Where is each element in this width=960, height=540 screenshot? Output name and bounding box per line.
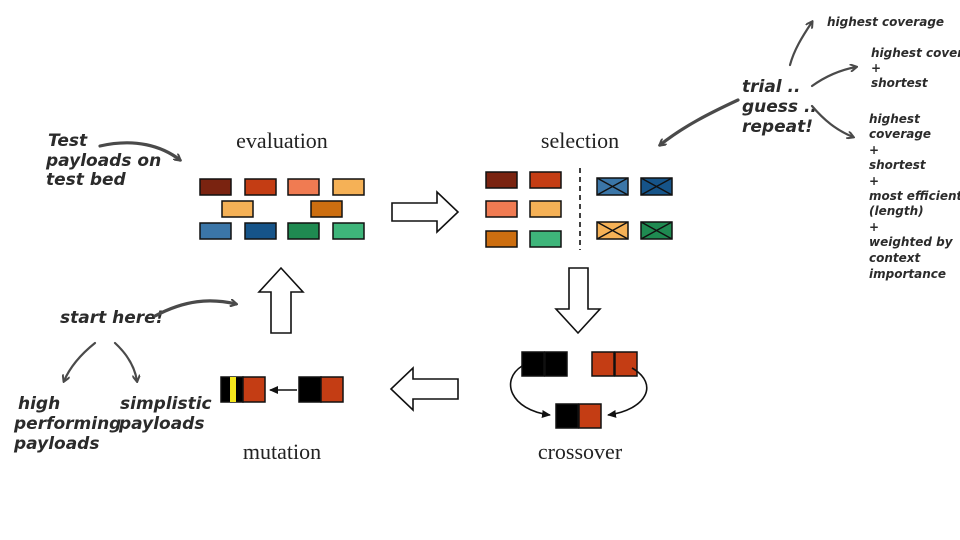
arrow-to-mutation — [389, 366, 459, 412]
crossover-right-curve — [607, 367, 648, 418]
mutation-genes — [220, 376, 344, 403]
evaluation-population — [199, 178, 365, 240]
gene-block — [199, 222, 232, 240]
trial-to-selection-arrow — [660, 98, 740, 145]
gene-block — [332, 178, 365, 196]
gene-block — [485, 200, 518, 218]
gene-block — [544, 351, 568, 377]
gene-block — [199, 178, 232, 196]
gene-block — [529, 200, 562, 218]
crossover-genes — [509, 351, 648, 429]
criteria-2-arrow — [810, 67, 856, 88]
arrow-to-selection — [391, 190, 460, 234]
crossover-left-curve — [509, 365, 551, 418]
gene-block — [310, 200, 343, 218]
gene-block — [242, 376, 266, 403]
note-criteria-3: highest coverage + shortest + most effic… — [869, 112, 960, 281]
branch-left-arrow — [64, 341, 97, 381]
mutation-title: mutation — [243, 439, 321, 464]
gene-block — [521, 351, 545, 377]
start-here-arrow — [153, 301, 236, 318]
note-criteria-1: highest coverage — [827, 15, 944, 29]
gene-block — [244, 222, 277, 240]
selection-population — [485, 168, 673, 250]
crossover-title: crossover — [538, 439, 623, 464]
selection-title: selection — [541, 128, 619, 153]
note-criteria-2: highest coverage+shortest — [871, 46, 960, 90]
gene-block — [332, 222, 365, 240]
gene-block — [485, 171, 518, 189]
gene-block — [614, 351, 638, 377]
note-start-here: start here! — [60, 308, 163, 328]
gene-block — [287, 178, 320, 196]
gene-block — [485, 230, 518, 248]
criteria-3-arrow — [810, 104, 853, 137]
rejected-gene — [596, 177, 629, 196]
rejected-gene — [640, 221, 673, 240]
gene-block — [221, 200, 254, 218]
rejected-gene — [640, 177, 673, 196]
evaluation-title: evaluation — [236, 128, 328, 153]
criteria-1-arrow — [788, 22, 812, 67]
gene-block — [529, 171, 562, 189]
gene-block — [591, 351, 615, 377]
gene-block — [555, 403, 579, 429]
note-trial-guess-repeat: trial ..guess ..repeat! — [742, 77, 817, 137]
branch-right-arrow — [113, 341, 137, 381]
rejected-gene — [596, 221, 629, 240]
mutated-gene-marker — [230, 377, 236, 402]
arrow-to-evaluation — [257, 266, 305, 334]
gene-block — [244, 178, 277, 196]
gene-block — [287, 222, 320, 240]
gene-block — [320, 376, 344, 403]
gene-block — [298, 376, 322, 403]
test-payloads-arrow — [98, 141, 180, 160]
arrow-to-crossover — [554, 267, 602, 335]
gene-block — [529, 230, 562, 248]
gene-block — [578, 403, 602, 429]
